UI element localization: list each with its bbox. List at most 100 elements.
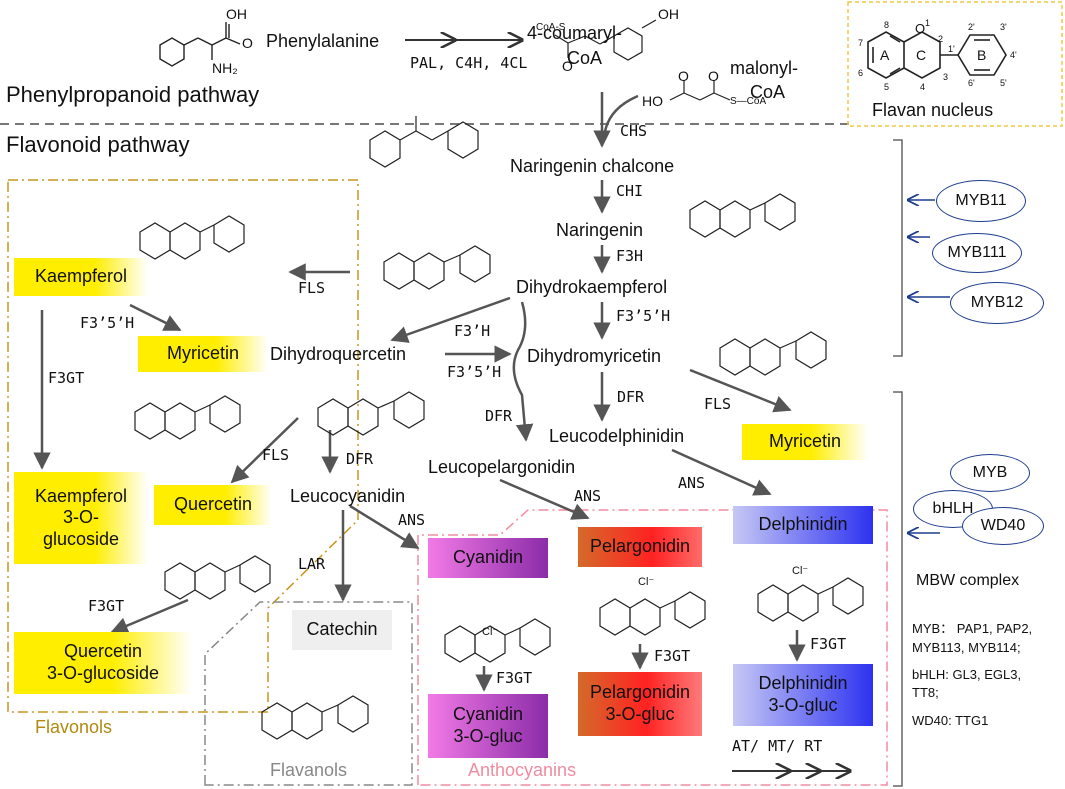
malonyl-o1: O (678, 68, 689, 84)
kaempferol-glucoside-line1: Kaempferol (34, 485, 128, 506)
enzyme-f3gt-quercetin: F3GT (88, 597, 125, 615)
malonyl-structure (669, 80, 731, 101)
enzyme-f3gt-left: F3GT (48, 369, 85, 387)
cyanidin-glucoside-line2: 3-O-gluc (453, 726, 523, 746)
flavan-n5: 5 (884, 82, 890, 92)
enzyme-fls-right: FLS (704, 395, 732, 413)
enzyme-dfr-left: DFR (346, 450, 374, 468)
phenylalanine-structure (159, 22, 241, 67)
malonyl-coa-label-1: malonyl- (730, 58, 799, 78)
enzyme-f35h-center: F3’5’H (616, 307, 671, 325)
myb12-oval: MYB12 (950, 282, 1044, 324)
enzyme-f3h: F3H (616, 247, 644, 265)
enzyme-dfr-center: DFR (485, 407, 513, 425)
flavanols-group-label: Flavanols (270, 760, 348, 780)
delphinidin-box: Delphinidin (733, 506, 873, 544)
phenylalanine-label: Phenylalanine (266, 31, 380, 51)
myb-label: MYB (972, 464, 1008, 481)
delphinidin-glucoside-line2: 3-O-gluc (768, 695, 838, 715)
malonyl-scoa: S—CoA (730, 96, 767, 107)
dihydromyricetin-label: Dihydromyricetin (527, 346, 662, 366)
myb111-oval: MYB111 (932, 233, 1022, 273)
pelargonidin-glucoside-line1: Pelargonidin (589, 682, 691, 703)
myb-oval: MYB (950, 454, 1030, 492)
enzyme-chs: CHS (620, 122, 648, 140)
leucopelargonidin-label: Leucopelargonidin (428, 457, 576, 477)
myb11-label: MYB11 (955, 192, 1007, 209)
delphinidin-glucoside-box: Delphinidin 3-O-gluc (733, 664, 873, 726)
note-bhlh-line2: TT8; (912, 685, 939, 700)
enzyme-dfr-right: DFR (617, 388, 645, 406)
phenylpropanoid-pathway-title: Phenylpropanoid pathway (6, 82, 260, 107)
enzyme-f35h-left: F3’5’H (80, 314, 135, 332)
enzyme-ans-right: ANS (678, 474, 706, 492)
flavan-ring-a: A (880, 47, 890, 63)
phenylalanine-nh2: NH₂ (212, 60, 238, 76)
flavan-n8: 8 (884, 20, 890, 30)
flavan-nucleus-box (847, 1, 1063, 127)
flavan-ring-c: C (916, 47, 927, 63)
pelargonidin-chloride: Cl⁻ (638, 576, 655, 588)
flavan-n3: 3 (943, 72, 949, 82)
myricetin-left-label: Myricetin (166, 343, 239, 364)
kaempferol-glucoside-box: Kaempferol 3-O- glucoside (14, 472, 148, 564)
dihydroquercetin-label: Dihydroquercetin (270, 344, 407, 364)
flavan-n4: 4 (920, 82, 926, 92)
catechin-box: Catechin (292, 610, 392, 650)
flavan-ring-b: B (977, 47, 987, 63)
leucocyanidin-label: Leucocyanidin (290, 486, 406, 506)
flavan-o: O (915, 21, 926, 36)
flavan-p5: 5' (1000, 78, 1007, 88)
cyanidin-box: Cyanidin (428, 538, 548, 578)
kaempferol-glucoside-line3: glucoside (42, 528, 120, 549)
malonyl-coa-label-2: CoA (750, 82, 786, 102)
quercetin-glucoside-line1: Quercetin (63, 641, 143, 662)
enzyme-ans-center: ANS (574, 487, 602, 505)
myb12-label: MYB12 (970, 294, 1024, 311)
flavan-p1: 1' (948, 44, 955, 54)
cyanidin-glucoside-line1: Cyanidin (452, 704, 524, 725)
mbw-complex-label: MBW complex (916, 572, 1020, 589)
pelargonidin-glucoside-box: Pelargonidin 3-O-gluc (578, 672, 702, 736)
enzyme-fls-quercetin: FLS (262, 446, 290, 464)
enzyme-f35h-mid: F3’5’H (447, 363, 502, 381)
coumaryl-oh: OH (658, 6, 679, 22)
kaempferol-glucoside-line2: 3-O- (63, 507, 99, 528)
enzyme-at-mt-rt: AT/ MT/ RT (732, 737, 823, 755)
flavanols-box (204, 601, 413, 786)
enzyme-f3gt-pelargonidin: F3GT (654, 647, 691, 665)
delphinidin-glucoside-line1: Delphinidin (758, 673, 848, 694)
myb11-oval: MYB11 (936, 180, 1026, 222)
cyanidin-chloride: Cl⁻ (482, 626, 499, 638)
enzyme-fls-left: FLS (298, 279, 326, 297)
cyanidin-glucoside-box: Cyanidin 3-O-gluc (428, 694, 548, 758)
enzyme-pal-c4h-4cl: PAL, C4H, 4CL (410, 54, 528, 72)
phenylalanine-o: O (242, 35, 253, 51)
flavonols-group-label: Flavonols (35, 717, 113, 737)
myricetin-right-label: Myricetin (768, 431, 841, 452)
pelargonidin-label: Pelargonidin (589, 536, 691, 557)
myb111-label: MYB111 (947, 244, 1007, 261)
quercetin-box: Quercetin (154, 485, 272, 525)
myricetin-right-box: Myricetin (742, 424, 868, 460)
catechin-label: Catechin (306, 619, 378, 640)
anthocyanins-group-label: Anthocyanins (468, 760, 577, 780)
flavan-nucleus-label: Flavan nucleus (872, 100, 994, 120)
flavan-nucleus-structure (867, 31, 1007, 79)
note-myb-line2: MYB113, MYB114; (912, 640, 1021, 655)
phenylalanine-oh: OH (226, 6, 247, 22)
flavan-p4: 4' (1010, 50, 1017, 60)
naringenin-label: Naringenin (556, 220, 644, 240)
note-bhlh-line1: bHLH: GL3, EGL3, (912, 667, 1022, 682)
pelargonidin-glucoside-line2: 3-O-gluc (605, 704, 675, 724)
coumaryl-structure (554, 19, 657, 61)
enzyme-f3gt-cyanidin: F3GT (496, 669, 533, 687)
note-wd40: WD40: TTG1 (912, 713, 989, 728)
coumaryl-coa-label-1: 4-coumaryl- (527, 23, 623, 43)
flavan-p2: 2' (968, 22, 975, 32)
quercetin-glucoside-line2: 3-O-glucoside (46, 663, 160, 683)
flavan-p3: 3' (1000, 22, 1007, 32)
enzyme-chi: CHI (616, 182, 644, 200)
enzyme-f3gt-delphinidin: F3GT (810, 635, 847, 653)
